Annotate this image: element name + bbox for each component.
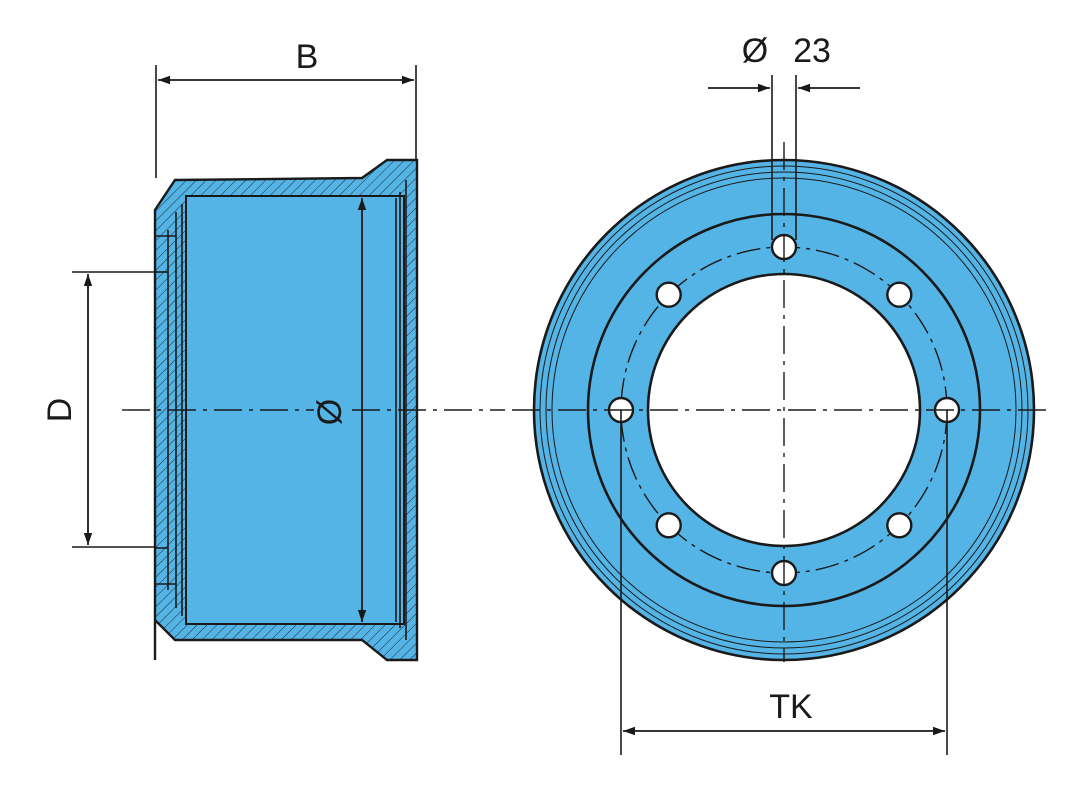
dimension-inner-diameter-label: Ø: [311, 399, 349, 425]
front-view: Ø 23 TK: [512, 32, 1052, 755]
bolt-hole: [655, 512, 682, 539]
bolt-hole: [655, 281, 682, 308]
dimension-tk-label: TK: [769, 688, 813, 726]
dimension-b-label: B: [296, 38, 319, 76]
side-view: B Ø D: [41, 38, 505, 662]
dimension-bolt-hole-value: 23: [793, 32, 831, 70]
dimension-bolt-hole-symbol: Ø: [742, 32, 768, 70]
bolt-hole: [886, 512, 913, 539]
bolt-hole: [886, 281, 913, 308]
dimension-d-label: D: [41, 398, 79, 423]
